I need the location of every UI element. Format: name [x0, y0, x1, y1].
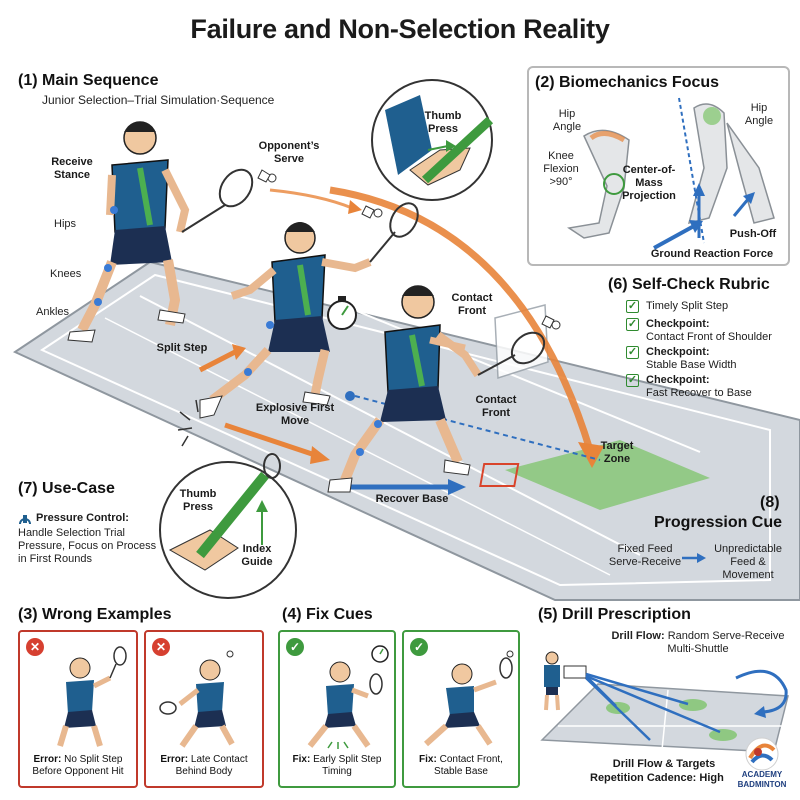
biomechanics-heading: (2) Biomechanics Focus	[535, 74, 720, 91]
fix-caption: Fix: Early Split Step Timing	[282, 754, 392, 778]
drill-court-illustration	[540, 651, 789, 753]
label-contact-front-2: Contact Front	[475, 394, 517, 419]
target-zone	[505, 440, 710, 510]
shuttlecock-icon	[257, 169, 277, 183]
label-split-step: Split Step	[156, 342, 208, 354]
progression-number: (8)	[760, 494, 780, 511]
fix-heading: (4) Fix Cues	[282, 606, 373, 623]
label-receive-stance: Receive Stance	[51, 156, 93, 181]
logo-line2: BADMINTON	[737, 780, 787, 789]
checkbox-checked-icon: ✓	[626, 318, 639, 331]
usecase-heading: (7) Use-Case	[18, 480, 115, 497]
pressure-gauge-icon	[18, 512, 32, 526]
caption-text: No Split Step Before Opponent Hit	[32, 754, 124, 777]
rubric-item-bold: Checkpoint:	[646, 374, 710, 386]
court-surface	[12, 260, 800, 601]
fix-card: ✓ Fix: Contact Front, Stable Base	[402, 630, 520, 788]
shuttlecock-icon	[541, 315, 561, 330]
shuttlecock-icon	[361, 205, 383, 219]
progression-heading: Progression Cue	[654, 514, 783, 531]
drill-footer-1: Drill Flow & Targets	[612, 758, 716, 770]
checkbox-checked-icon: ✓	[626, 374, 639, 387]
label-center-of-mass: Center-of-Mass Projection	[622, 164, 676, 202]
label-target-zone: Target Zone	[600, 440, 634, 465]
check-icon: ✓	[410, 638, 428, 656]
academy-logo: ACADEMY BADMINTON	[728, 730, 796, 796]
label-thumb-press-bottom: Thumb Press	[179, 488, 217, 513]
caption-bold: Error:	[33, 754, 62, 765]
rubric-heading: (6) Self-Check Rubric	[608, 276, 770, 293]
label-push-off: Push-Off	[729, 228, 777, 240]
drill-flow-bold: Drill Flow:	[611, 630, 665, 642]
wrong-figure-1	[57, 646, 127, 747]
thumb-press-grip-detail-top	[371, 79, 494, 201]
checkbox-checked-icon: ✓	[626, 300, 639, 313]
label-knees: Knees	[50, 268, 82, 280]
drill-footer-2-text: High	[699, 772, 724, 784]
main-sequence-subtitle: Junior Selection–Trial Simulation·Sequen…	[42, 93, 275, 107]
fix-figure-1	[307, 645, 389, 749]
label-hip-angle-left: Hip Angle	[552, 108, 582, 133]
arrow-right-icon	[682, 553, 706, 563]
page-title: Failure and Non-Selection Reality	[190, 14, 610, 44]
wrong-card: ✕ Error: No Split Step Before Opponent H…	[18, 630, 138, 788]
rubric-item-text: Timely Split Step	[646, 300, 729, 312]
rubric-item-text: Fast Recover to Base	[646, 387, 752, 399]
label-explosive-first-move: Explosive First Move	[255, 402, 335, 427]
label-knee-flexion: Knee Flexion >90°	[543, 150, 579, 188]
logo-line1: ACADEMY	[741, 770, 783, 779]
drill-flow-text: Random Serve-Receive Multi-Shuttle	[667, 630, 785, 655]
caption-text: Early Split Step Timing	[313, 754, 382, 777]
player-split-step	[199, 202, 419, 419]
progression-to: Unpredictable Feed & Movement	[714, 543, 782, 581]
rubric-item-text: Contact Front of Shoulder	[646, 331, 772, 343]
thumb-press-grip-detail-bottom	[159, 453, 297, 599]
caption-text: Late Contact Behind Body	[175, 754, 248, 777]
usecase-text: Handle Selection Trial Pressure, Focus o…	[18, 527, 157, 565]
drill-footer-2-bold: Repetition Cadence:	[590, 772, 697, 784]
stopwatch-icon	[327, 296, 357, 330]
usecase-bold: Pressure Control:	[36, 512, 129, 524]
label-thumb-press-top: Thumb Press	[424, 110, 462, 135]
rubric-item-text: Stable Base Width	[646, 359, 737, 371]
wrong-heading: (3) Wrong Examples	[18, 606, 172, 623]
wrong-caption: Error: No Split Step Before Opponent Hit	[22, 754, 134, 778]
player-contact-front	[327, 285, 546, 493]
wrong-card: ✕ Error: Late Contact Behind Body	[144, 630, 264, 788]
impact-burst	[177, 399, 199, 447]
check-icon: ✓	[286, 638, 304, 656]
rubric-item-bold: Checkpoint:	[646, 318, 710, 330]
label-contact-front-1: Contact Front	[451, 292, 493, 317]
caption-bold: Error:	[160, 754, 189, 765]
label-ground-reaction: Ground Reaction Force	[650, 248, 774, 260]
label-recover-base: Recover Base	[375, 493, 449, 505]
wrong-caption: Error: Late Contact Behind Body	[148, 754, 260, 778]
fix-caption: Fix: Contact Front, Stable Base	[406, 754, 516, 778]
label-index-guide: Index Guide	[241, 543, 273, 568]
caption-bold: Fix:	[419, 754, 437, 765]
fix-card: ✓ Fix: Early Split Step Timing	[278, 630, 396, 788]
progression-from: Fixed Feed Serve-Receive	[608, 543, 682, 568]
caption-text: Contact Front, Stable Base	[434, 754, 503, 777]
label-hip-angle-right: Hip Angle	[744, 102, 774, 127]
drill-footer-2: Repetition Cadence: High	[590, 772, 790, 785]
label-hips: Hips	[54, 218, 77, 230]
checkbox-checked-icon: ✓	[626, 346, 639, 359]
main-sequence-heading: (1) Main Sequence	[18, 72, 159, 89]
label-opponents-serve: Opponent’s Serve	[258, 140, 320, 165]
biomechanics-illustration	[567, 97, 775, 250]
error-x-icon: ✕	[152, 638, 170, 656]
rubric-item-bold: Checkpoint:	[646, 346, 710, 358]
drill-heading: (5) Drill Prescription	[538, 606, 691, 623]
caption-bold: Fix:	[292, 754, 311, 765]
fix-figure-2	[423, 650, 514, 747]
player-receive-stance	[67, 121, 254, 343]
error-x-icon: ✕	[26, 638, 44, 656]
label-ankles: Ankles	[36, 306, 70, 318]
wrong-figure-2	[159, 650, 235, 748]
biomechanics-panel: (2) Biomechanics Focus Hip Angle Hip Ang…	[527, 66, 790, 266]
drill-flow: Drill Flow: Random Serve-Receive Multi-S…	[600, 630, 796, 656]
